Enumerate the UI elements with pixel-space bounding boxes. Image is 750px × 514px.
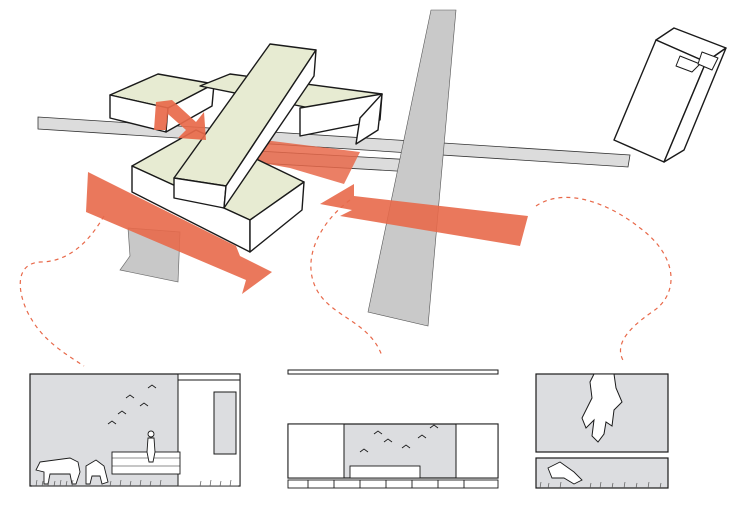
person-figure (146, 430, 156, 463)
tower (613, 27, 727, 163)
grass-strip (32, 479, 238, 487)
flow-arrow-left (86, 172, 272, 294)
section-view-hand (535, 373, 669, 489)
animal-figure (547, 461, 583, 485)
grass-strip-2 (539, 481, 662, 489)
hand-figure (581, 373, 623, 443)
cow-figure-small (85, 459, 109, 485)
flow-arrow-up (154, 100, 206, 140)
flow-arrow-right (320, 184, 528, 246)
bird-flock-2 (359, 424, 439, 453)
dashed-connector-right (535, 196, 672, 363)
foundation-blocks (287, 479, 499, 489)
main-slab (173, 43, 317, 209)
dashed-connector-middle (310, 199, 383, 357)
section-view-birds (287, 369, 499, 489)
dashed-connectors (19, 196, 672, 367)
section-view-pasture (29, 373, 241, 487)
building-massing (109, 43, 383, 253)
cow-figure-large (35, 457, 81, 485)
bird-flock (107, 384, 157, 425)
dashed-connector-left (19, 215, 105, 367)
